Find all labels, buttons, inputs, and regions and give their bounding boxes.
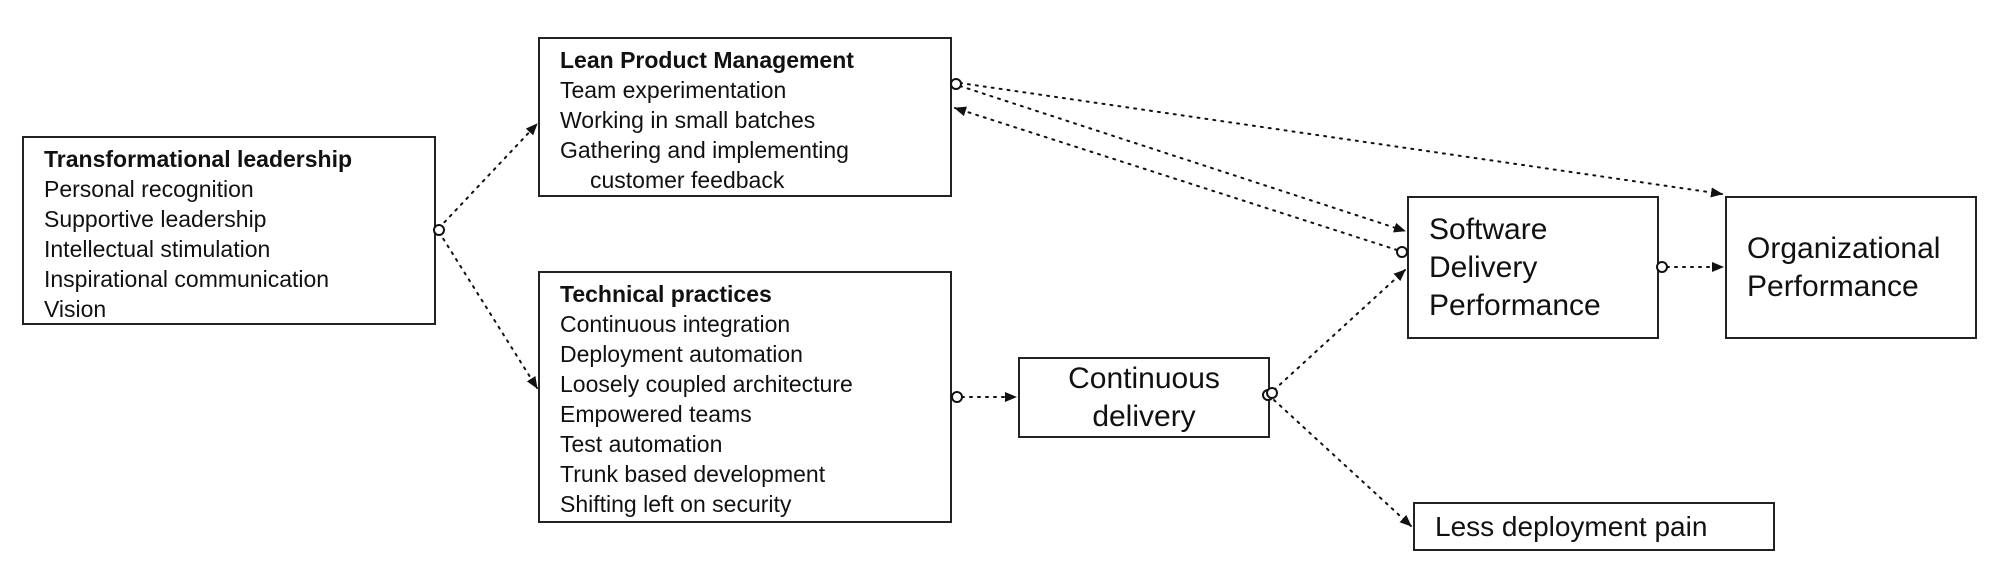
list-item: Loosely coupled architecture — [560, 371, 853, 397]
node-label: Organizational Performance — [1747, 231, 1941, 303]
node-title: Transformational leadership — [44, 146, 353, 172]
list-item: Personal recognition — [44, 176, 254, 202]
list-item: Gathering and implementing — [560, 137, 849, 163]
edge-lean-to-organizational — [959, 82, 1723, 198]
node-label: Software Delivery Performance — [1429, 212, 1601, 322]
edge-continuous-delivery-to-software-delivery — [1273, 269, 1406, 391]
list-item: Shifting left on security — [560, 491, 792, 517]
node-organizational-performance: Organizational Performance — [1725, 196, 1977, 339]
node-transformational-leadership: Transformational leadership Personal rec… — [22, 136, 436, 325]
edge-origin-circle — [1266, 387, 1278, 399]
list-item: Supportive leadership — [44, 206, 267, 232]
node-lean-product-management: Lean Product Management Team experimenta… — [538, 37, 952, 197]
node-technical-practices: Technical practices Continuous integrati… — [538, 271, 952, 523]
list-item: Inspirational communication — [44, 266, 330, 292]
list-item: Team experimentation — [560, 77, 787, 103]
edge-origin-circle — [433, 224, 445, 236]
list-item: Empowered teams — [560, 401, 752, 427]
list-item: Intellectual stimulation — [44, 236, 271, 262]
edge-origin-circle — [950, 78, 962, 90]
edge-leadership-to-technical — [438, 231, 538, 389]
edge-software-delivery-to-lean — [954, 106, 1398, 251]
edge-leadership-to-lean — [438, 123, 538, 229]
node-title: Technical practices — [560, 281, 772, 307]
edge-continuous-delivery-to-less-pain — [1273, 399, 1412, 527]
node-less-deployment-pain: Less deployment pain — [1413, 502, 1775, 551]
list-item: customer feedback — [590, 167, 785, 193]
node-title: Lean Product Management — [560, 47, 854, 73]
edge-origin-circle — [1656, 261, 1668, 273]
list-item: Continuous integration — [560, 311, 791, 337]
node-label: Less deployment pain — [1435, 510, 1708, 542]
edge-origin-circle — [951, 391, 963, 403]
edge-origin-circle — [1396, 246, 1408, 258]
node-continuous-delivery: Continuous delivery — [1018, 357, 1270, 438]
list-item: Working in small batches — [560, 107, 816, 133]
list-item: Vision — [44, 296, 107, 322]
list-item: Deployment automation — [560, 341, 803, 367]
list-item: Test automation — [560, 431, 723, 457]
list-item: Trunk based development — [560, 461, 826, 487]
edge-lean-to-software-delivery — [959, 85, 1406, 233]
node-software-delivery-performance: Software Delivery Performance — [1407, 196, 1659, 339]
node-label: Continuous delivery — [1068, 361, 1220, 433]
